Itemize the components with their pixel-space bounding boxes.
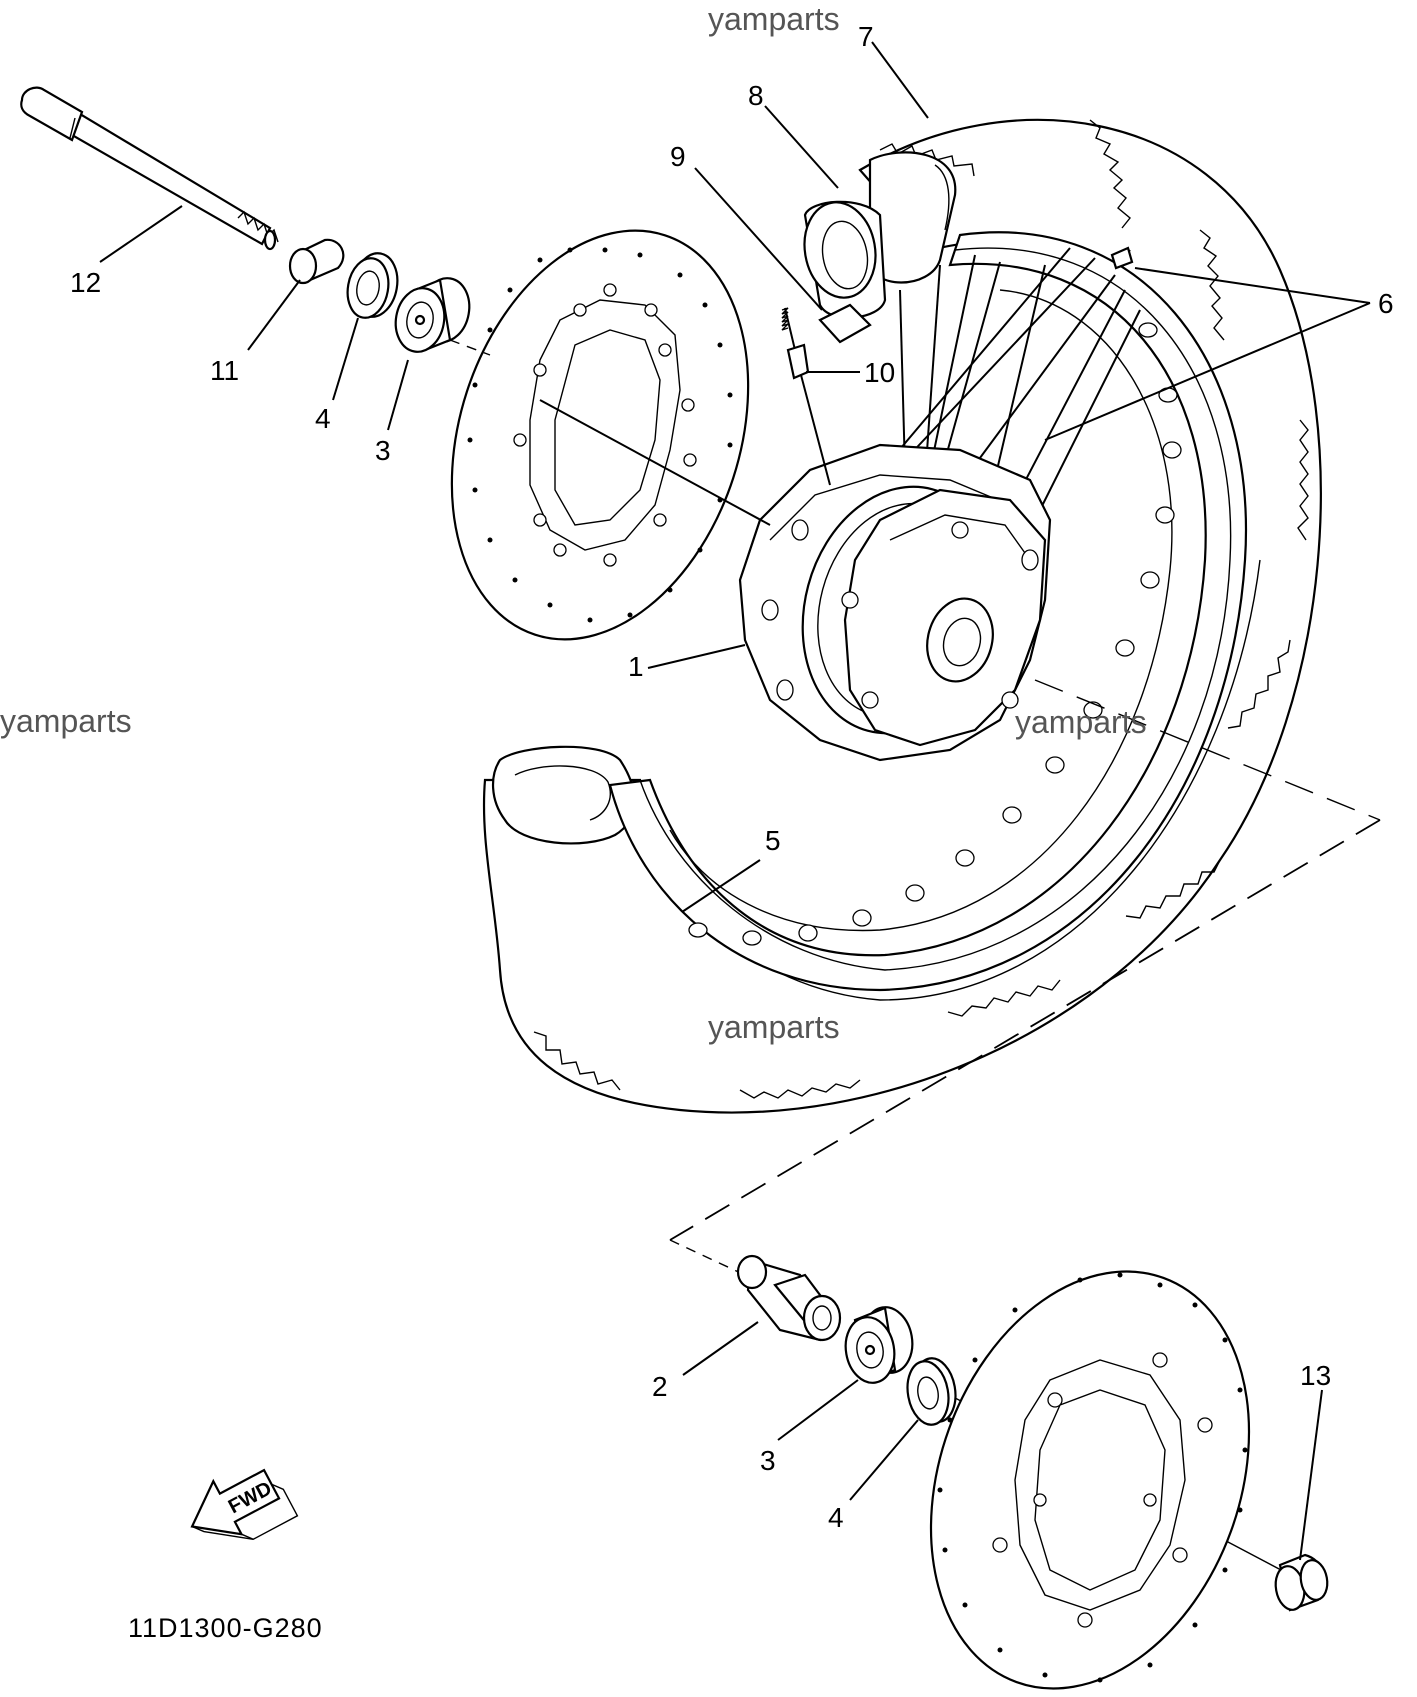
callout-5: 5	[765, 825, 781, 856]
spokes[interactable]	[894, 247, 1141, 521]
disc-right-dots	[937, 1272, 1248, 1683]
callout-12: 12	[70, 267, 101, 298]
callout-2: 2	[652, 1371, 668, 1402]
watermarks: yamparts yamparts yamparts yamparts	[0, 1, 1147, 1045]
collar-left[interactable]	[288, 238, 345, 285]
callout-13: 13	[1300, 1360, 1331, 1391]
callout-4-right: 4	[828, 1502, 844, 1533]
brake-disc-right[interactable]	[876, 1227, 1305, 1697]
diagram-code: 11D1300-G280	[128, 1613, 323, 1643]
callout-3-left: 3	[375, 435, 391, 466]
callout-labels: 1 2 3 3 4 4 5 6 7 8 9 10 11 12 13	[70, 21, 1394, 1533]
callout-3-right: 3	[760, 1445, 776, 1476]
rim[interactable]	[608, 231, 1248, 992]
callout-8: 8	[748, 80, 764, 111]
callout-6: 6	[1378, 288, 1394, 319]
oil-seal-left[interactable]	[343, 250, 402, 321]
axle[interactable]	[20, 86, 279, 251]
valve-band[interactable]	[797, 197, 887, 319]
callout-11: 11	[210, 355, 239, 386]
oil-seal-right[interactable]	[903, 1355, 961, 1428]
hub[interactable]	[738, 443, 1052, 762]
watermark-top: yamparts	[708, 1, 840, 37]
rim-strip[interactable]	[818, 303, 872, 344]
disc-left-holes	[513, 283, 697, 567]
rim-spoke-holes	[688, 322, 1182, 946]
leader-lines	[99, 41, 1371, 1561]
watermark-left: yamparts	[0, 703, 132, 739]
bearing-right[interactable]	[841, 1303, 918, 1386]
valve-stem[interactable]	[781, 307, 831, 486]
callout-10: 10	[864, 357, 895, 388]
fwd-arrow: FWD	[190, 1468, 299, 1541]
disc-left-dots	[467, 247, 733, 623]
callout-4-left: 4	[315, 403, 331, 434]
disc-right-holes	[992, 1352, 1213, 1628]
bearing-left[interactable]	[391, 274, 474, 355]
callout-7: 7	[858, 21, 874, 52]
spacer-right[interactable]	[736, 1254, 842, 1342]
collar-right[interactable]	[1272, 1553, 1330, 1612]
callout-1: 1	[628, 651, 644, 682]
spoke-set[interactable]	[1110, 246, 1134, 270]
callout-9: 9	[670, 141, 686, 172]
watermark-bottom: yamparts	[708, 1009, 840, 1045]
watermark-center: yamparts	[1015, 704, 1147, 740]
brake-disc-left[interactable]	[402, 192, 798, 678]
